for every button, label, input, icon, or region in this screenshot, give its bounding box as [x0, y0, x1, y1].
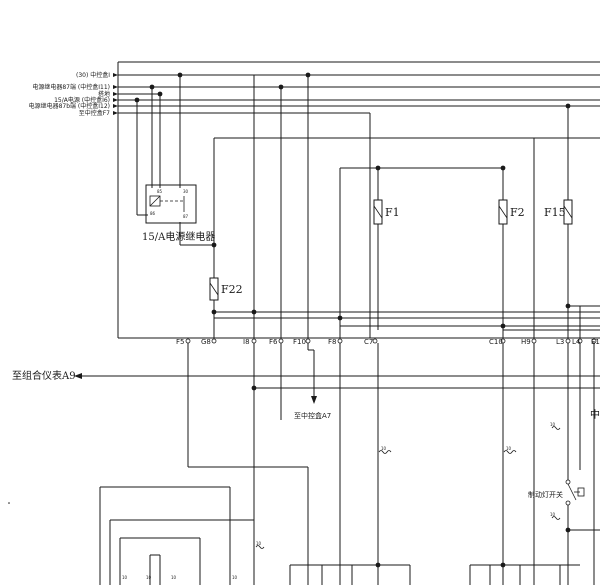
connector-pins: F5 G8 I8 F6 F10 F8 C7 C10 H9 L3 L4 E1 [176, 338, 600, 346]
lower-wires [74, 343, 600, 585]
wire-tag: 10 [146, 575, 152, 580]
pin-f8: F8 [328, 338, 336, 346]
left-input-lines [113, 73, 600, 115]
output-controller-a7: 至中控盒A7 [294, 411, 331, 420]
fuse-f15: F15 [544, 199, 573, 225]
label-ground: 搭地 [98, 90, 110, 98]
fuse-f2-label: F2 [510, 206, 525, 219]
pin-c7: C7 [364, 338, 373, 346]
brake-switch-label: 制动灯开关 [528, 490, 563, 499]
lower-junction-dots [375, 527, 571, 568]
label-to-controller-f7: 至中控盒F7 [79, 109, 110, 117]
fuse-f1-label: F1 [385, 206, 400, 219]
wire-tag: 10 [550, 422, 556, 427]
pin-f6: F6 [269, 338, 278, 346]
internal-wires [136, 75, 600, 338]
relay-pin-30: 30 [183, 189, 189, 194]
stray-mark [8, 502, 10, 504]
fuse-f22-label: F22 [221, 283, 243, 296]
pin-f10: F10 [293, 338, 306, 346]
wire-tag: 10 [122, 575, 128, 580]
label-30-controller: (30) 中控盒I [76, 71, 110, 79]
wire-tag: 10 [381, 446, 387, 451]
relay-pin-86: 86 [150, 211, 156, 216]
left-labels: (30) 中控盒I 电源继电器87端 (中控盒I11) 搭地 15/A电源 (中… [29, 71, 111, 117]
wire-tag: 10 [232, 575, 238, 580]
pin-g8: G8 [201, 338, 211, 346]
pin-f5: F5 [176, 338, 184, 346]
label-relay-87b: 电源继电器87b端 (中控盒I12) [29, 102, 110, 110]
pin-c10: C10 [489, 338, 503, 346]
relay-15a: 85 86 30 87 15/A电源继电器 [142, 184, 215, 243]
fuse-f15-label: F15 [544, 206, 566, 219]
fuse-f22: F22 [209, 277, 243, 301]
pin-e1: E1 [591, 338, 600, 346]
relay-pin-87: 87 [183, 214, 189, 219]
fuse-f2: F2 [498, 199, 525, 225]
wire-tags: 10 10 10 10 10 10 10 10 10 [122, 422, 561, 580]
wire-tag: 10 [506, 446, 512, 451]
output-partial-right: 中 [590, 408, 600, 421]
relay-pin-85: 85 [157, 189, 163, 194]
control-box-frame [117, 61, 600, 339]
fuse-f1: F1 [373, 199, 400, 225]
label-relay-87: 电源继电器87端 (中控盒I11) [32, 83, 110, 91]
pin-l3: L3 [556, 338, 564, 346]
pin-l4: L4 [572, 338, 581, 346]
wire-tag: 10 [171, 575, 177, 580]
output-cluster-a9: 至组合仪表A9 [12, 369, 76, 382]
wire-tag: 10 [256, 541, 262, 546]
relay-name: 15/A电源继电器 [142, 230, 215, 243]
label-15a-power: 15/A电源 (中控盒I6) [54, 96, 110, 104]
pin-i8: I8 [243, 338, 250, 346]
brake-light-switch: 制动灯开关 [528, 479, 585, 506]
junction-dots [134, 72, 571, 329]
pin-h9: H9 [521, 338, 531, 346]
wire-tag: 10 [550, 512, 556, 517]
